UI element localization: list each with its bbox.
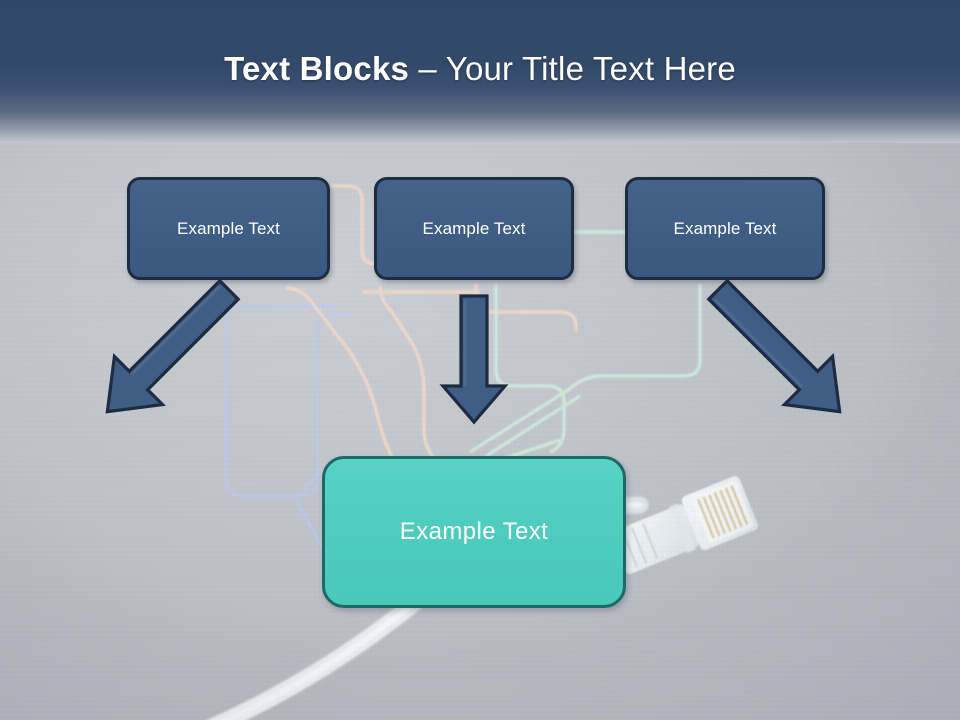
page-title-separator: – xyxy=(409,50,446,87)
arrow-down xyxy=(439,294,509,425)
text-block-2[interactable]: Example Text xyxy=(374,177,574,280)
trace-group-mint xyxy=(469,230,702,472)
text-block-result-label: Example Text xyxy=(399,518,549,545)
rj45-connector xyxy=(611,476,758,575)
page-title: Text Blocks – Your Title Text Here xyxy=(0,49,960,89)
text-block-3-label: Example Text xyxy=(673,218,777,238)
text-block-1-label: Example Text xyxy=(177,218,280,238)
page-title-rest: Your Title Text Here xyxy=(445,50,736,87)
text-block-1[interactable]: Example Text xyxy=(127,177,330,280)
title-banner: Text Blocks – Your Title Text Here xyxy=(0,0,960,143)
text-block-result[interactable]: Example Text xyxy=(322,456,626,608)
rj45-pins xyxy=(697,485,749,539)
text-block-2-label: Example Text xyxy=(422,218,526,238)
arrow-diagonal-down-right xyxy=(105,278,241,414)
page-title-bold: Text Blocks xyxy=(224,50,410,87)
arrow-diagonal-down-left xyxy=(706,278,842,414)
text-block-3[interactable]: Example Text xyxy=(625,177,825,280)
